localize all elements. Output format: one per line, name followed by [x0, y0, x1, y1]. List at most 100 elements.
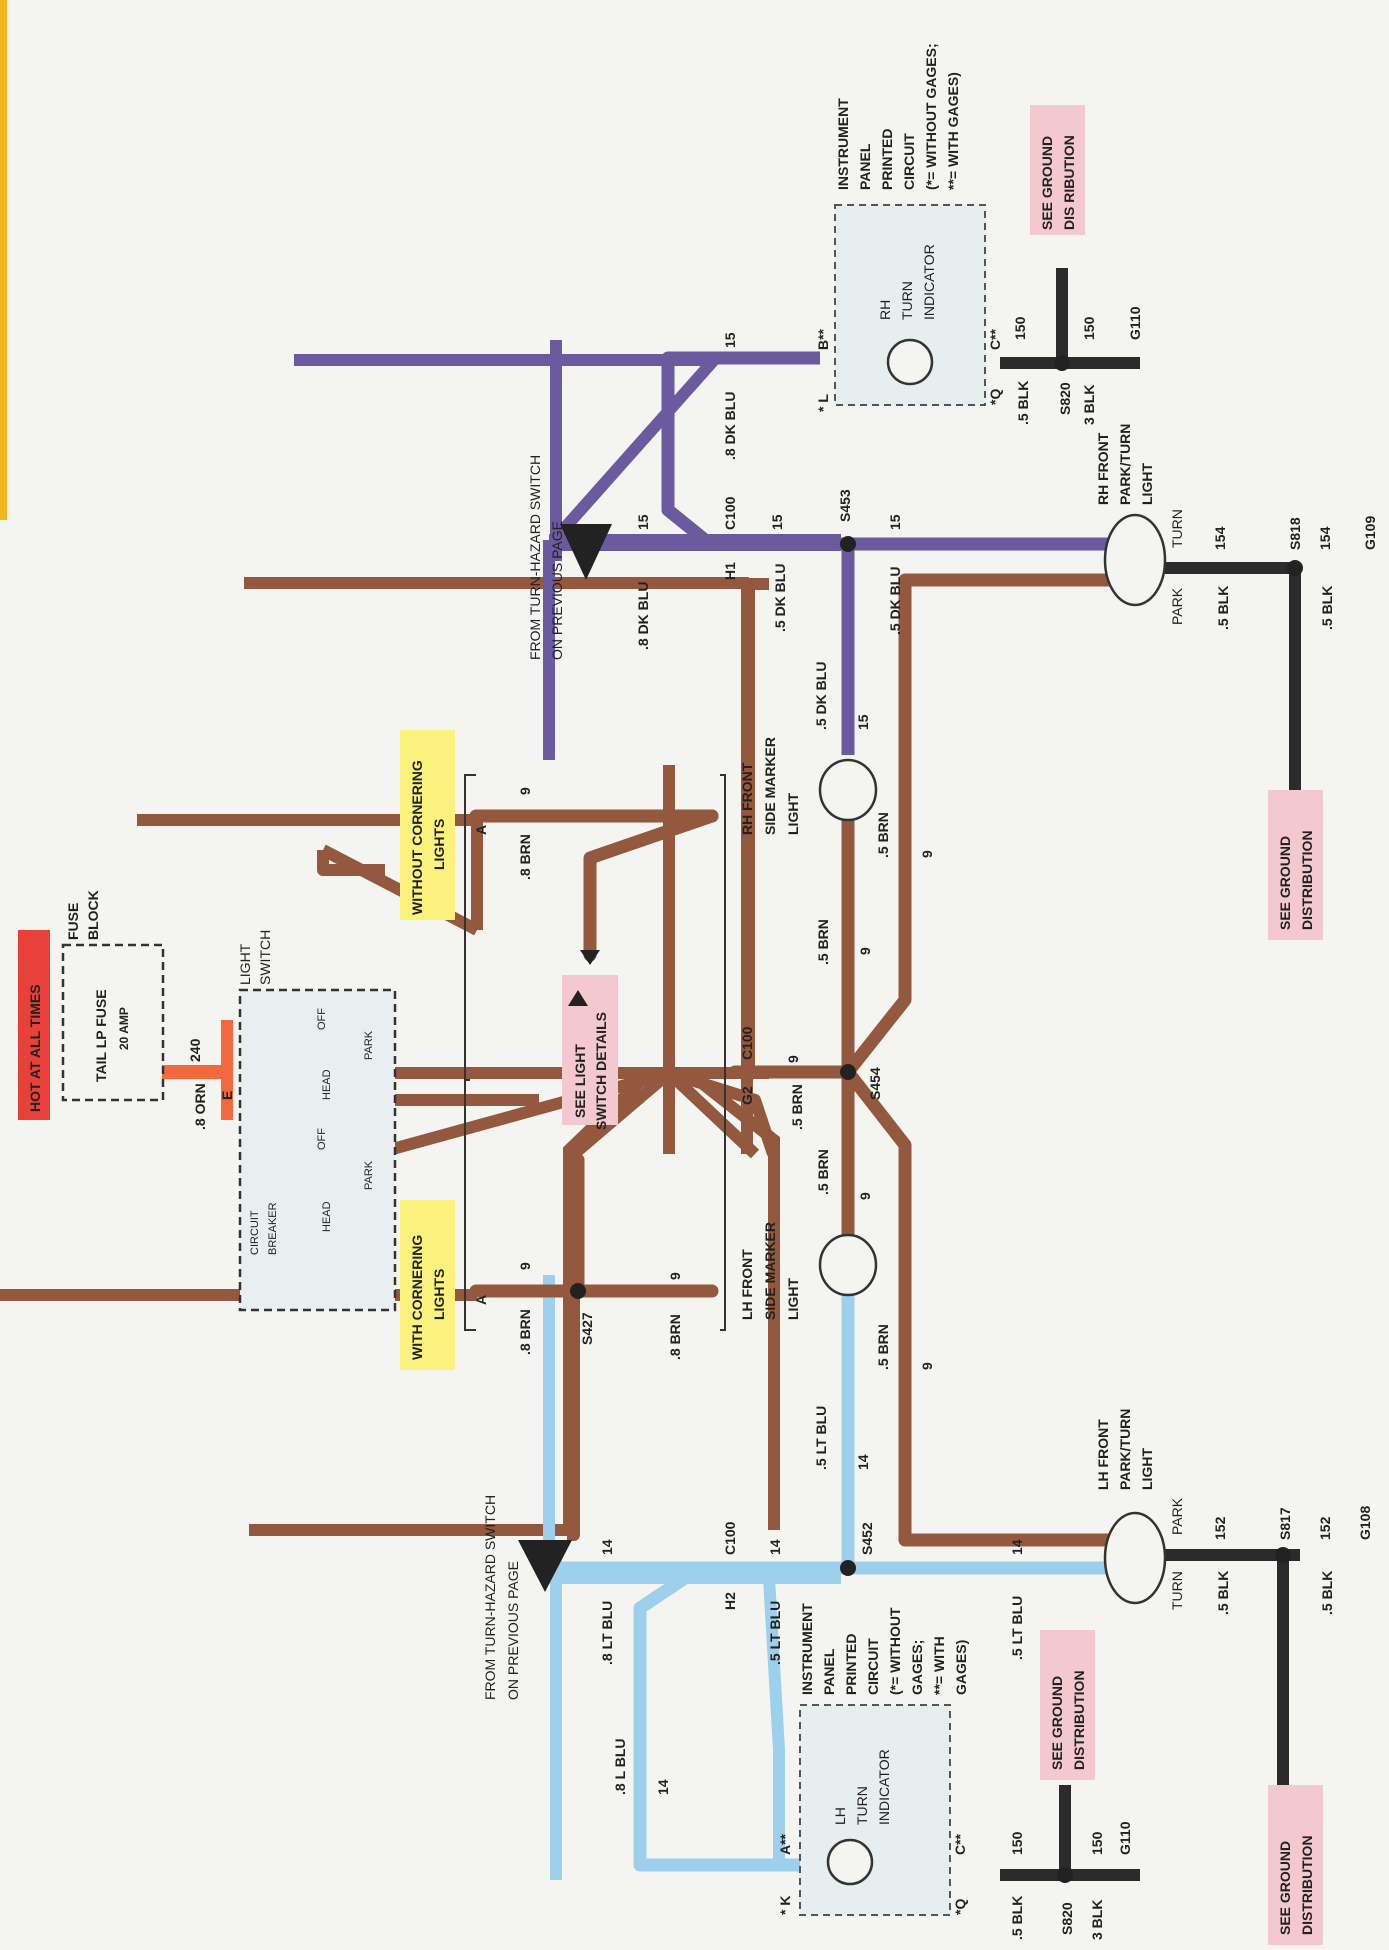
switch-park-right: PARK — [363, 1030, 375, 1060]
pin-a-top: A — [473, 825, 489, 835]
with-cornering-1: WITH CORNERING — [409, 1235, 425, 1360]
lh-inst-panel-6: GAGES; — [909, 1640, 925, 1695]
splice-s820-l — [1057, 1867, 1073, 1883]
splice-s427 — [570, 1283, 586, 1299]
lh-side-marker-lamp — [818, 1233, 878, 1297]
fuse-name: TAIL LP FUSE — [93, 989, 109, 1082]
lh-indicator-3: INDICATOR — [876, 1749, 892, 1825]
lh-inst-panel-8: GAGES) — [953, 1640, 969, 1695]
pin-k: * K — [777, 1896, 793, 1915]
rh-inst-panel-5: (*= WITHOUT GAGES; — [923, 43, 939, 190]
wire-8dkblu-r: .8 DK BLU — [635, 582, 651, 650]
lh-park-label: PARK — [1169, 1497, 1185, 1535]
see-light-switch-1: SEE LIGHT — [572, 1044, 588, 1118]
c100-mid-label: C100 — [739, 1026, 755, 1060]
wire-5dkblu-s453: .5 DK BLU — [887, 567, 903, 635]
splice-s454 — [840, 1064, 856, 1080]
wire-8brn-bot-b: .8 BRN — [667, 1314, 683, 1360]
wire-14-c100l: 14 — [767, 1539, 783, 1555]
l-flag — [518, 1540, 572, 1592]
c100-l-label: C100 — [722, 1521, 738, 1555]
see-ground-l-2: DISTRIBUTION — [1071, 1670, 1087, 1770]
wire-9-top: 9 — [517, 787, 533, 795]
wire-5blk-l: .5 BLK — [1009, 1896, 1025, 1940]
see-ground-rh-main-highlight — [1268, 790, 1323, 940]
from-switch-l-1: FROM TURN-HAZARD SWITCH — [482, 1495, 498, 1700]
wire-5blk-r: .5 BLK — [1015, 381, 1031, 425]
rotated-schematic — [0, 340, 841, 1880]
wire-5blk-lp: .5 BLK — [1215, 1571, 1231, 1615]
rh-indicator-2: TURN — [899, 281, 915, 320]
lh-indicator-box — [799, 1704, 951, 1916]
wire-15-s453: 15 — [887, 514, 903, 530]
splice-s452 — [840, 1560, 856, 1576]
pin-e-label: E — [219, 1091, 235, 1100]
see-switch-arrow-down — [580, 950, 600, 965]
g2-label: G2 — [739, 1086, 755, 1105]
wire-150-r-b: 150 — [1081, 316, 1097, 340]
wire-9-d: 9 — [919, 1362, 935, 1370]
l-connector-label: L — [537, 1560, 554, 1570]
switch-off-right: OFF — [316, 1008, 328, 1030]
lh-inst-panel-7: **= WITH — [931, 1636, 947, 1695]
wire-152-b: 152 — [1317, 1516, 1333, 1540]
rh-indicator-3: INDICATOR — [921, 244, 937, 320]
rh-inst-panel-6: **= WITH GAGES) — [945, 72, 961, 190]
wire-9-a: 9 — [857, 947, 873, 955]
pin-b: B** — [815, 328, 831, 350]
s452-label: S452 — [859, 1522, 875, 1555]
fuse-block-title-2: BLOCK — [85, 890, 101, 940]
h2-label: H2 — [722, 1592, 738, 1610]
fuse-block-title-1: FUSE — [65, 903, 81, 940]
fuse-amp: 20 AMP — [117, 1007, 131, 1050]
component-boxes — [61, 204, 986, 1916]
see-ground-rh-highlight — [1030, 105, 1085, 235]
lh-indicator-bulb — [826, 1838, 874, 1886]
switch-head-left: HEAD — [321, 1201, 333, 1232]
from-switch-r-1: FROM TURN-HAZARD SWITCH — [527, 455, 543, 660]
rh-side-marker-1: RH FRONT — [739, 762, 755, 835]
h1-label: H1 — [722, 562, 738, 580]
wire-150-l-a: 150 — [1009, 1831, 1025, 1855]
brown-network — [469, 573, 1117, 1547]
wire-8dkblu-up: .8 DK BLU — [722, 392, 738, 460]
brown-main-routes — [244, 577, 780, 1536]
wire-15-r: 15 — [635, 514, 651, 530]
splice-s818 — [1287, 560, 1303, 576]
g110-l-label: G110 — [1117, 1821, 1133, 1855]
wire-5brn-c: .5 BRN — [815, 1149, 831, 1195]
s427-label: S427 — [579, 1312, 595, 1345]
wire-154-a: 154 — [1212, 526, 1228, 550]
light-switch-title-2: SWITCH — [257, 930, 273, 985]
s820-r-label: S820 — [1057, 382, 1073, 415]
pin-c-r: C** — [987, 328, 1003, 350]
from-switch-r-2: ON PREVIOUS PAGE — [549, 521, 565, 660]
rh-park-turn-1: RH FRONT — [1095, 432, 1111, 505]
wire-3blk-r: 3 BLK — [1081, 385, 1097, 425]
splice-s820-r — [1054, 355, 1070, 371]
wire-to-see-top — [317, 850, 385, 876]
light-switch-box — [238, 988, 397, 1312]
switch-brace-right — [720, 774, 726, 1331]
wire-240-label: 240 — [187, 1038, 203, 1062]
lh-park-turn-2: PARK/TURN — [1117, 1409, 1133, 1490]
see-ground-lh-main-highlight — [1268, 1785, 1323, 1945]
wire-15-side: 15 — [855, 714, 871, 730]
lh-indicator-2: TURN — [854, 1786, 870, 1825]
switch-brace — [464, 774, 476, 1331]
wire-5dkblu-c100r: .5 DK BLU — [772, 564, 788, 632]
page-edge-stripe — [0, 0, 7, 520]
s818-label: S818 — [1287, 517, 1303, 550]
splices — [570, 355, 1303, 1883]
wire-9-g2: 9 — [785, 1055, 801, 1063]
g109-label: G109 — [1362, 516, 1378, 550]
s453-label: S453 — [837, 489, 853, 522]
highlight-blocks — [18, 105, 1323, 1945]
lh-inst-panel-3: PRINTED — [843, 1634, 859, 1695]
circuit-breaker-2: BREAKER — [267, 1202, 279, 1255]
wire-8ltblu-l: .8 LT BLU — [599, 1601, 615, 1665]
circuit-breaker-1: CIRCUIT — [249, 1210, 261, 1255]
rh-inst-panel-4: CIRCUIT — [901, 133, 917, 190]
r-flag — [560, 524, 612, 580]
